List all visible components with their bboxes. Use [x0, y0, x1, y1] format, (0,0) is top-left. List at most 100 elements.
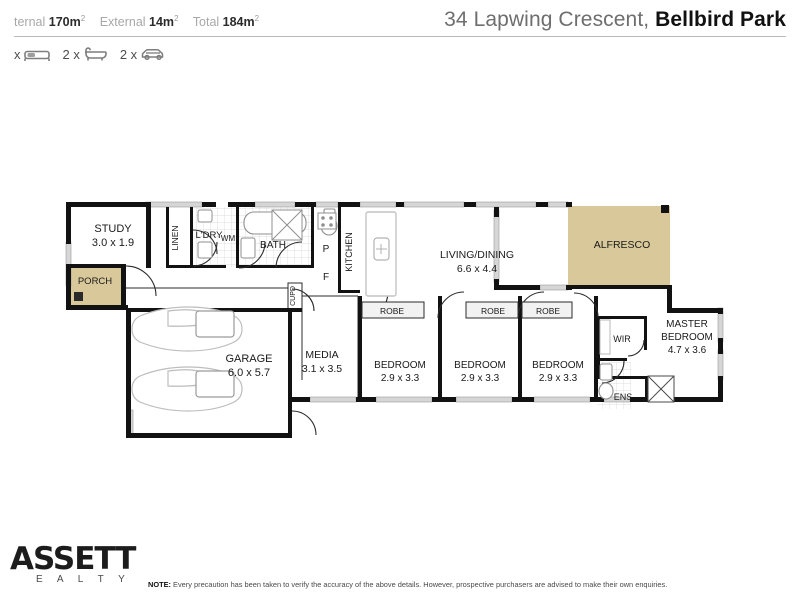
area-total-value: 184m [222, 15, 255, 30]
door-bed3 [437, 291, 465, 319]
wall-alfresco-right [667, 285, 672, 313]
wall-wc-right [311, 207, 314, 268]
wall-top-7 [464, 202, 476, 207]
window-living-top-1 [403, 201, 465, 208]
robe-box-3 [521, 301, 573, 319]
title-suburb: Bellbird Park [655, 8, 786, 31]
wall-bed3-right [518, 296, 522, 402]
shower-ensuite-icon [647, 375, 675, 403]
car-plan-icon-1 [131, 306, 243, 352]
wall-alfresco-bottom [572, 285, 672, 289]
wall-bottom-5 [590, 397, 604, 402]
wall-top-4 [295, 202, 316, 207]
logo-brand-text: ASSETT [10, 541, 136, 577]
logo-sub-text: E A L T Y [36, 574, 131, 585]
wall-top-5 [338, 202, 360, 207]
area-internal-value: 170m [48, 15, 81, 30]
floor-plan-svg: ROBE ROBE ROBE STUDY 3.0 x 1.9 PORCH LIN… [65, 201, 724, 438]
room-label-bed3: BEDROOM [454, 360, 506, 371]
shower-bath-icon [271, 209, 303, 241]
room-dims-bed4: 2.9 x 3.3 [539, 373, 578, 384]
wall-living-right-stub [494, 213, 499, 217]
area-internal-unit: 2 [80, 14, 86, 23]
feature-car-spaces: 2 x [120, 46, 166, 62]
wall-porch-top [66, 264, 126, 268]
wall-master-right-bottom [718, 376, 723, 402]
robe-label-2: ROBE [481, 306, 505, 316]
window-living-top-3 [547, 201, 569, 208]
area-internal: ternal 170m2 [14, 14, 86, 30]
ensuite-vanity-icon [599, 363, 613, 381]
wall-master-right-top [718, 308, 723, 314]
wall-master-right-mid [718, 338, 723, 354]
robe-label-1: ROBE [380, 306, 404, 316]
wall-bath-left [236, 207, 239, 267]
area-external-label: External [99, 15, 146, 30]
feature-bedrooms: x [14, 46, 50, 62]
wall-porch-bottom [66, 305, 128, 310]
door-entry [125, 265, 157, 297]
fixtures [74, 208, 675, 412]
area-summary: ternal 170m2 External 14m2 Total 184m2 [14, 14, 270, 29]
area-internal-label: ternal [14, 15, 46, 30]
window-bath-top [254, 201, 296, 208]
feature-bathrooms: 2 x [63, 46, 107, 62]
window-bed2-bottom [375, 396, 433, 403]
wall-bottom-6 [630, 397, 646, 402]
area-external: External 14m2 [99, 14, 179, 30]
feature-summary: x 2 x 2 x [14, 41, 179, 67]
wall-linen-right [190, 207, 193, 267]
room-labels: STUDY 3.0 x 1.9 PORCH LINEN L'DRY WM BAT… [78, 223, 713, 402]
room-dims-media: 3.1 x 3.5 [302, 363, 342, 375]
window-alfresco-bottom [539, 284, 569, 291]
wall-bottom-2 [356, 397, 376, 402]
room-dims-bed2: 2.9 x 3.3 [381, 373, 420, 384]
wall-porch-right [121, 264, 126, 310]
car-icon [141, 48, 164, 61]
wall-master-top [667, 308, 723, 313]
wall-alfresco-left-top [494, 207, 499, 213]
wall-ensuite-top [597, 358, 627, 361]
wall-top-3 [228, 202, 255, 207]
room-dims-living: 6.6 x 4.4 [457, 263, 497, 275]
window-study-top [145, 201, 203, 208]
kitchen-island-icon [365, 211, 397, 297]
alfresco-post [661, 205, 669, 213]
robes: ROBE ROBE ROBE [361, 301, 573, 319]
wir-shelving-icon [599, 319, 611, 355]
wall-top-6 [396, 202, 404, 207]
wall-bottom-1 [292, 397, 310, 402]
cooktop-icon [317, 212, 337, 230]
room-label-ens: ENS [614, 392, 633, 402]
room-dims-bed3: 2.9 x 3.3 [461, 373, 500, 384]
robe-box-2 [465, 301, 519, 319]
door-garage-rear [291, 410, 317, 436]
car-plan-icon-2 [131, 366, 243, 412]
company-logo: ASSETT E A L T Y [10, 544, 150, 592]
room-label-bath: BATH [260, 240, 286, 251]
room-label-study: STUDY [94, 223, 132, 235]
robe-label-3: ROBE [536, 306, 560, 316]
wall-bed2-left [358, 296, 362, 402]
door-master-wir [627, 339, 645, 357]
washing-machine-icon [197, 241, 213, 259]
ensuite-toilet-icon [598, 382, 614, 400]
wall-living-bottom-right [566, 285, 572, 290]
room-label-kitchen: KITCHEN [344, 232, 354, 272]
wall-wir-left [597, 319, 600, 377]
wall-bottom-4 [512, 397, 534, 402]
door-wc [275, 241, 303, 269]
area-total: Total 184m2 [193, 14, 259, 30]
room-label-porch: PORCH [78, 276, 112, 287]
bath-vanity-icon [240, 237, 256, 259]
wall-bed4-right [594, 296, 598, 402]
disclaimer-note: NOTE: Every precaution has been taken to… [148, 580, 792, 589]
room-label-alfresco: ALFRESCO [594, 239, 651, 251]
wall-top-9 [566, 202, 572, 207]
room-label-fridge: F [323, 272, 329, 283]
title-street: 34 Lapwing Crescent, [444, 8, 656, 31]
walls [66, 202, 723, 438]
room-label-pantry: P [323, 244, 330, 255]
floor-plan: ROBE ROBE ROBE STUDY 3.0 x 1.9 PORCH LIN… [0, 180, 800, 470]
window-wc-top [315, 201, 339, 208]
